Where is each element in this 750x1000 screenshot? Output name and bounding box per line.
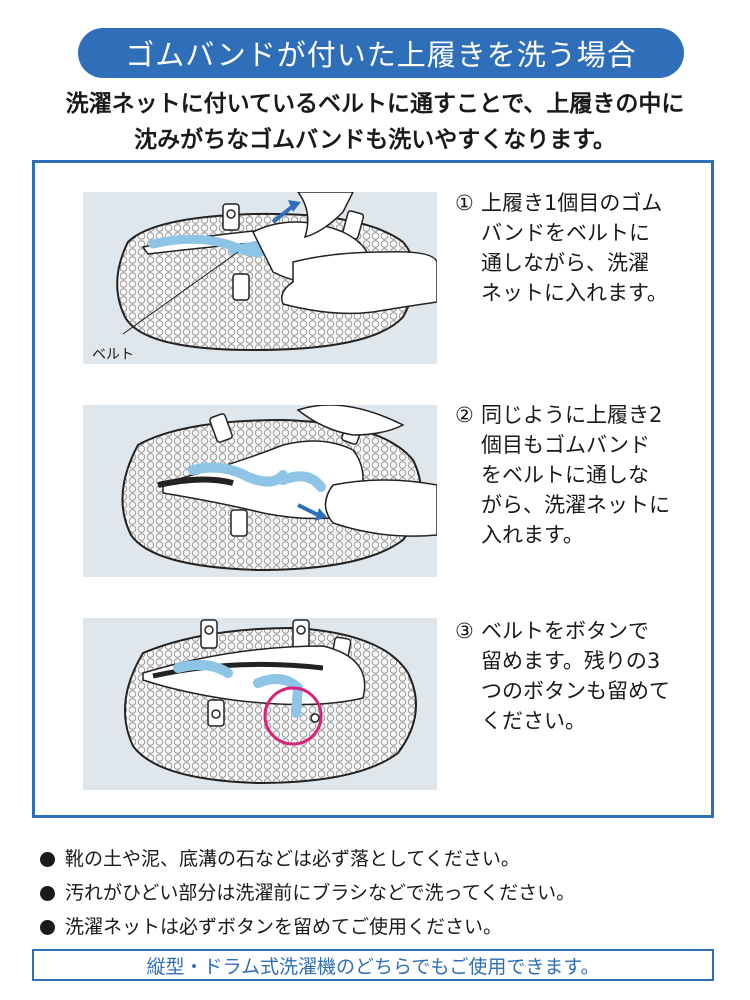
- compatibility-note: 縦型・ドラム式洗濯機のどちらでもご使用できます。: [32, 949, 714, 981]
- step-3-line-2: 留めます。残りの3: [481, 649, 661, 673]
- step-2-illustration: [83, 405, 437, 577]
- step-1-illustration: [83, 192, 437, 364]
- step-3-line-3: つのボタンも留めて: [481, 679, 670, 703]
- note-item: 汚れがひどい部分は洗濯前にブラシなどで洗ってください。: [40, 876, 730, 910]
- step-1-line-1: 上履き1個目のゴム: [481, 191, 663, 215]
- instructions-frame: [32, 160, 714, 818]
- note-text: 靴の土や泥、底溝の石などは必ず落としてください。: [65, 848, 520, 870]
- note-item: 靴の土や泥、底溝の石などは必ず落としてください。: [40, 842, 730, 876]
- step-3-text: ③ ベルトをボタンで 留めます。残りの3 つのボタンも留めて ください。: [455, 616, 685, 736]
- bullet-icon: [40, 851, 55, 867]
- step-3-illustration: [83, 618, 437, 790]
- step-2-number: ②: [455, 403, 474, 427]
- step-1-line-4: ネットに入れます。: [481, 281, 668, 305]
- step-3-line-1: ベルトをボタンで: [481, 619, 649, 643]
- step-2-line-5: 入れます。: [481, 523, 584, 547]
- intro-line-2: 沈みがちなゴムバンドも洗いやすくなります。: [134, 127, 616, 153]
- notes-list: 靴の土や泥、底溝の石などは必ず落としてください。 汚れがひどい部分は洗濯前にブラ…: [40, 842, 730, 944]
- step-1-line-3: 通しながら、洗濯: [481, 251, 649, 275]
- step-3-number: ③: [455, 619, 474, 643]
- note-text: 洗濯ネットは必ずボタンを留めてご使用ください。: [65, 916, 503, 938]
- note-text: 汚れがひどい部分は洗濯前にブラシなどで洗ってください。: [65, 882, 576, 904]
- bullet-icon: [40, 885, 55, 901]
- step-3-line-4: ください。: [481, 709, 586, 733]
- step-2-line-4: がら、洗濯ネットに: [481, 493, 670, 517]
- note-item: 洗濯ネットは必ずボタンを留めてご使用ください。: [40, 910, 730, 944]
- step-2-line-1: 同じように上履き2: [481, 403, 663, 427]
- step-2-line-3: をベルトに通しな: [481, 463, 649, 487]
- step-2-line-2: 個目もゴムバンド: [481, 433, 651, 457]
- step-1-number: ①: [455, 191, 474, 215]
- step-1-line-2: バンドをベルトに: [481, 221, 651, 245]
- belt-label: ベルト: [92, 347, 134, 363]
- page-title: ゴムバンドが付いた上履きを洗う場合: [78, 28, 684, 78]
- intro-text: 洗濯ネットに付いているベルトに通すことで、上履きの中に 沈みがちなゴムバンドも洗…: [30, 86, 720, 158]
- step-2-text: ② 同じように上履き2 個目もゴムバンド をベルトに通しな がら、洗濯ネットに 入…: [455, 400, 685, 550]
- step-1-text: ① 上履き1個目のゴム バンドをベルトに 通しながら、洗濯 ネットに入れます。: [455, 188, 685, 308]
- bullet-icon: [40, 919, 55, 935]
- intro-line-1: 洗濯ネットに付いているベルトに通すことで、上履きの中に: [65, 91, 685, 117]
